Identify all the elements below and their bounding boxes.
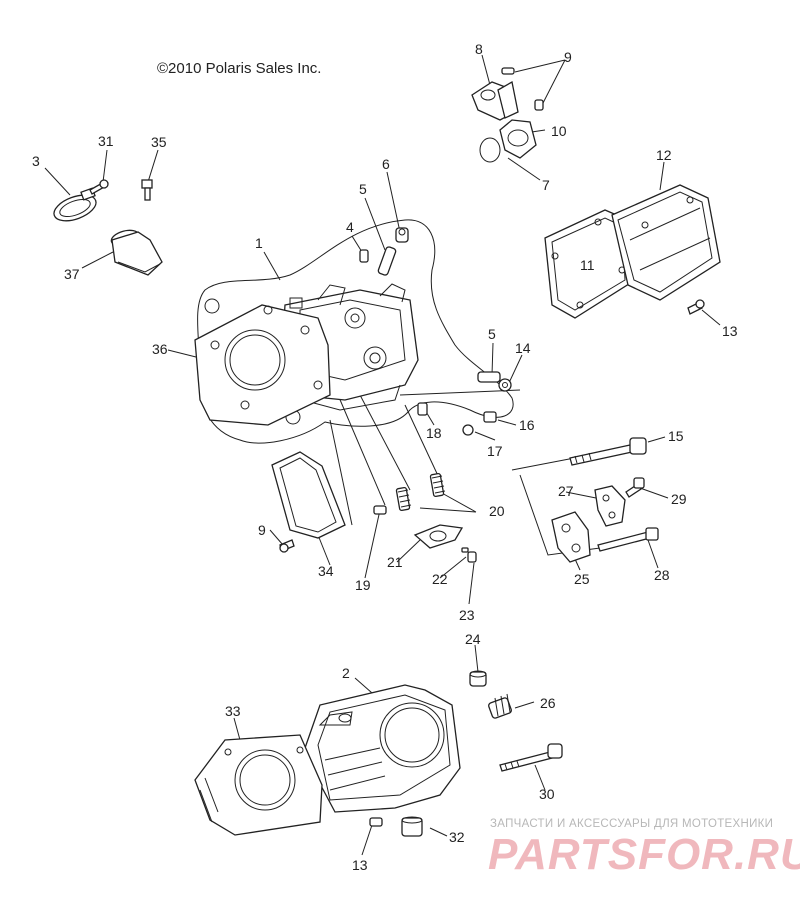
callout-4: 4 <box>346 219 354 235</box>
callout-21: 21 <box>387 554 403 570</box>
bolt-9-top-b <box>534 99 544 111</box>
callout-labels: 1 2 3 4 5 5 6 7 8 9 9 10 11 12 13 13 14 … <box>32 41 738 873</box>
callout-19: 19 <box>355 577 371 593</box>
valve-cover-12 <box>611 184 721 301</box>
intake-boot-37 <box>110 229 163 276</box>
callout-9-top: 9 <box>564 49 572 65</box>
callout-12: 12 <box>656 147 672 163</box>
stud-30 <box>499 743 563 772</box>
callout-6: 6 <box>382 156 390 172</box>
bracket-27 <box>594 485 626 527</box>
callout-37: 37 <box>64 266 80 282</box>
cam-gasket-34 <box>271 451 346 539</box>
callout-27: 27 <box>558 483 574 499</box>
callout-10: 10 <box>551 123 567 139</box>
bolt-13-top <box>687 299 705 315</box>
spring-20-b <box>429 472 446 498</box>
bolt-29 <box>625 477 645 498</box>
bracket-25 <box>551 511 591 563</box>
o-ring-7 <box>479 137 501 163</box>
dowel-24 <box>469 670 487 687</box>
callout-8: 8 <box>475 41 483 57</box>
callout-9-bottom: 9 <box>258 522 266 538</box>
cylinder-2 <box>304 684 461 813</box>
bolt-35 <box>141 179 153 201</box>
callout-28: 28 <box>654 567 670 583</box>
bolt-28 <box>597 527 659 552</box>
callout-26: 26 <box>540 695 556 711</box>
callout-31: 31 <box>98 133 114 149</box>
dowel-5-right <box>477 371 501 383</box>
bolt-9-bottom <box>279 539 295 553</box>
gasket-21 <box>413 524 464 549</box>
callout-5-top: 5 <box>359 181 367 197</box>
head-gasket-36 <box>194 304 331 426</box>
callout-14: 14 <box>515 340 531 356</box>
dowel-5-top <box>377 246 397 276</box>
thermostat-cover-10 <box>499 119 537 159</box>
callout-1: 1 <box>255 235 263 251</box>
callout-29: 29 <box>671 491 687 507</box>
pin-22 <box>461 547 469 553</box>
callout-33: 33 <box>225 703 241 719</box>
spring-20-a <box>395 486 412 512</box>
sleeve-6 <box>395 227 409 243</box>
callout-23: 23 <box>459 607 475 623</box>
callout-15: 15 <box>668 428 684 444</box>
callout-2: 2 <box>342 665 350 681</box>
bolt-16 <box>483 411 497 423</box>
callout-24: 24 <box>465 631 481 647</box>
callout-36: 36 <box>152 341 168 357</box>
ring-17 <box>462 424 474 436</box>
base-gasket-33 <box>194 734 323 836</box>
sleeve-32 <box>401 816 423 837</box>
callout-3: 3 <box>32 153 40 169</box>
callout-11: 11 <box>580 257 595 273</box>
copyright-notice: ©2010 Polaris Sales Inc. <box>157 60 322 77</box>
dowel-4 <box>359 249 369 263</box>
fitting-26 <box>488 693 512 719</box>
head-bolt-15 <box>569 437 647 466</box>
watermark-logo: PARTSFOR.RU <box>488 830 800 879</box>
leader-lines <box>44 54 721 856</box>
callout-20: 20 <box>489 503 505 519</box>
callout-35: 35 <box>151 134 167 150</box>
callout-18: 18 <box>426 425 442 441</box>
screw-31 <box>89 179 109 195</box>
pin-23 <box>467 551 477 563</box>
bolt-9-top-a <box>501 67 515 75</box>
callout-30: 30 <box>539 786 555 802</box>
callout-13-top: 13 <box>722 323 738 339</box>
callout-17: 17 <box>487 443 503 459</box>
watermark-tagline: ЗАПЧАСТИ И АКСЕССУАРЫ ДЛЯ МОТОТЕХНИКИ <box>490 818 774 830</box>
sleeve-18 <box>417 402 428 416</box>
callout-32: 32 <box>449 829 465 845</box>
valve-cover-gasket-11 <box>544 209 633 319</box>
callout-7: 7 <box>542 177 550 193</box>
callout-34: 34 <box>318 563 334 579</box>
bolt-13-bottom <box>369 817 383 827</box>
thermostat-housing-8 <box>471 80 519 121</box>
callout-13-bottom: 13 <box>352 857 368 873</box>
callout-22: 22 <box>432 571 448 587</box>
callout-25: 25 <box>574 571 590 587</box>
bolt-19 <box>373 505 387 515</box>
nut-14 <box>498 378 512 392</box>
callout-5-right: 5 <box>488 326 496 342</box>
callout-16: 16 <box>519 417 535 433</box>
